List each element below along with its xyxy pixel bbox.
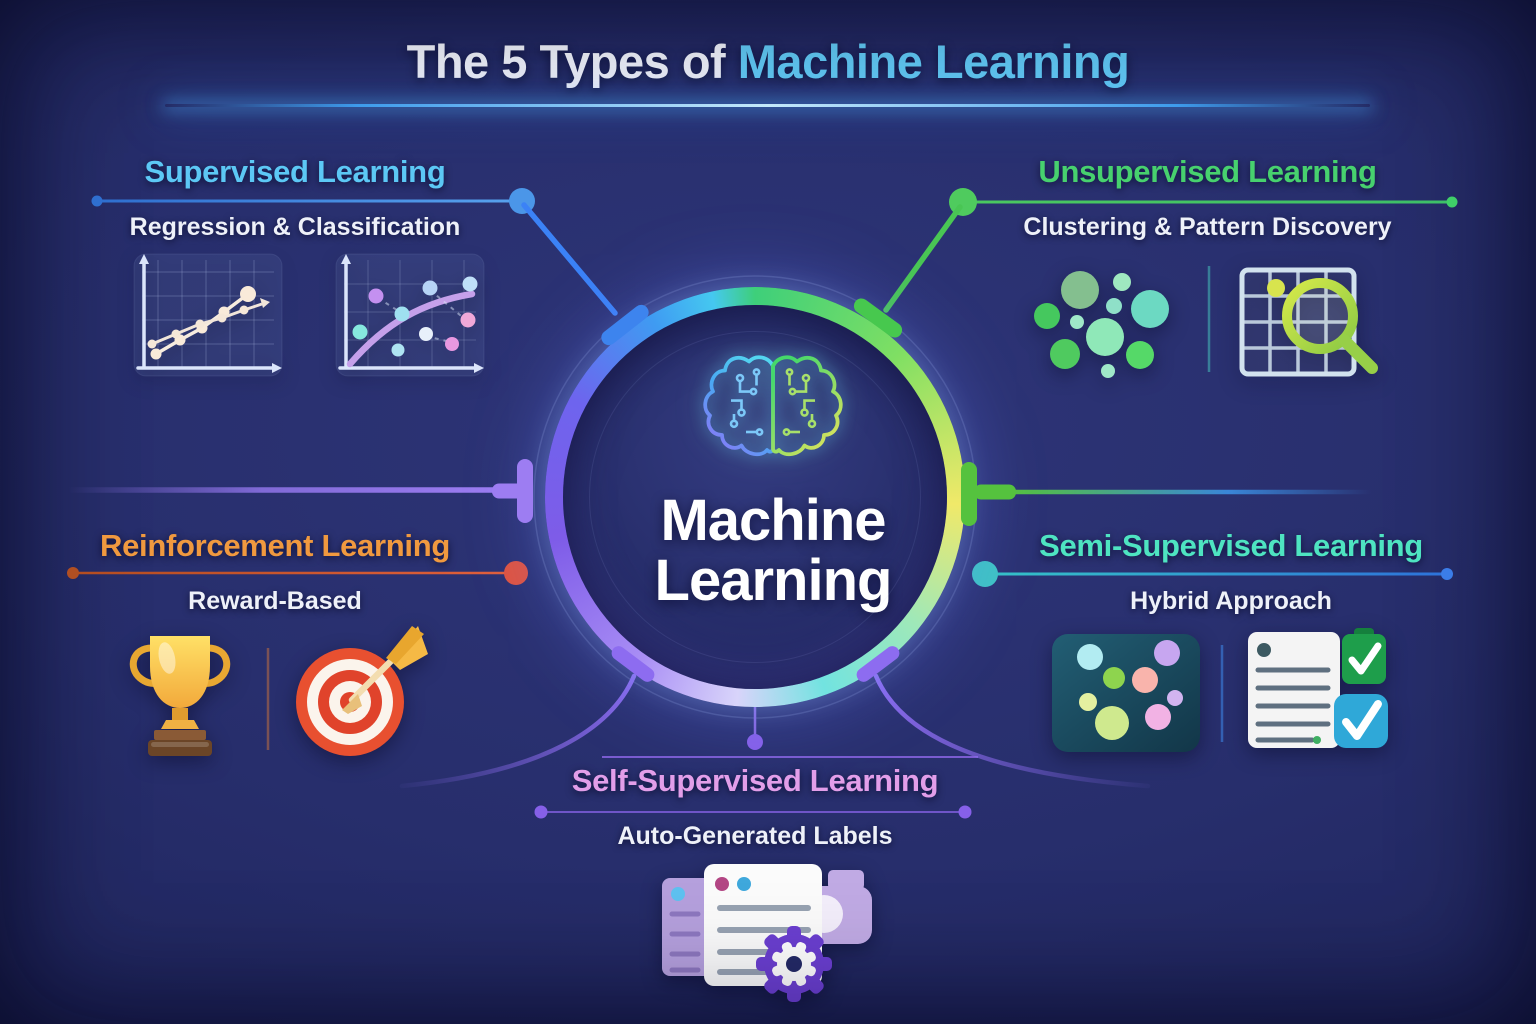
title-divider	[165, 104, 1370, 107]
grid-magnifier-icon	[1239, 267, 1378, 377]
checklist-checks-icon	[1248, 628, 1388, 748]
unsupervised-subtitle: Clustering & Pattern Discovery	[1023, 213, 1392, 241]
semi-supervised-underline	[972, 561, 1453, 587]
target-arrow-icon	[296, 626, 428, 756]
reinforcement-subtitle: Reward-Based	[188, 587, 362, 615]
bottom-right-branch-line	[873, 673, 1151, 789]
classification-scatter-icon	[335, 253, 485, 377]
unsupervised-tab	[853, 298, 903, 338]
supervised-underline	[91, 188, 618, 316]
hub-inner-circle: Machine Learning	[563, 305, 947, 689]
unsupervised-underline	[883, 188, 1458, 313]
right-plug	[961, 462, 1016, 526]
page-title-prefix: The 5 Types of	[406, 35, 726, 88]
page-title-highlight: Machine Learning	[737, 35, 1130, 88]
reinforcement-underline	[67, 561, 528, 585]
cluster-bubbles-icon	[1034, 271, 1169, 378]
semi-supervised-subtitle: Hybrid Approach	[1130, 587, 1332, 615]
bottom-left-tab	[611, 646, 655, 682]
labeled-dots-panel-icon	[1052, 634, 1200, 752]
regression-chart-icon	[133, 253, 283, 377]
gear-icon	[756, 926, 832, 1002]
supervised-subtitle: Regression & Classification	[129, 213, 461, 241]
document-gear-camera-icon	[662, 864, 872, 1002]
semi-supervised-title: Semi-Supervised Learning	[1039, 528, 1423, 563]
page-title: The 5 Types of Machine Learning	[0, 34, 1536, 89]
bottom-right-tab	[856, 646, 900, 682]
trophy-icon	[129, 636, 231, 756]
supervised-title: Supervised Learning	[144, 154, 446, 189]
self-supervised-connector	[534, 705, 978, 819]
self-supervised-title: Self-Supervised Learning	[571, 763, 939, 798]
supervised-tab	[601, 304, 649, 346]
left-plug	[492, 459, 533, 523]
reinforcement-title: Reinforcement Learning	[100, 528, 450, 563]
machine-learning-hub: Machine Learning	[545, 287, 965, 707]
unsupervised-title: Unsupervised Learning	[1038, 154, 1377, 189]
self-supervised-subtitle: Auto-Generated Labels	[617, 822, 893, 850]
bottom-left-branch-line	[399, 673, 637, 789]
